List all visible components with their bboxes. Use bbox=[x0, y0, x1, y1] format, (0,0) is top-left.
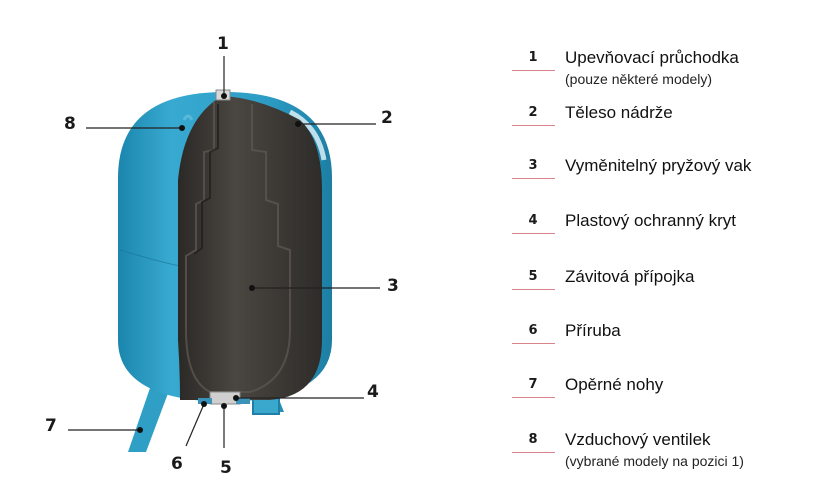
callout-7: 7 bbox=[45, 416, 57, 436]
legend-number: 1 bbox=[528, 50, 538, 65]
legend-rule bbox=[512, 125, 555, 126]
legend-rule bbox=[512, 452, 555, 453]
legend-label: Opěrné nohy bbox=[565, 375, 664, 394]
callout-6: 6 bbox=[171, 454, 183, 474]
legend-number: 2 bbox=[528, 105, 538, 120]
tank-illustration bbox=[68, 56, 380, 452]
legend-number: 5 bbox=[528, 269, 538, 284]
legend-number: 8 bbox=[528, 432, 538, 447]
callout-5: 5 bbox=[220, 458, 232, 478]
air-valve bbox=[182, 114, 194, 121]
legend-rule bbox=[512, 70, 555, 71]
legend-number: 7 bbox=[528, 377, 538, 392]
legend-label: Příruba bbox=[565, 321, 621, 340]
legend-note: (pouze některé modely) bbox=[565, 71, 713, 87]
callout-3: 3 bbox=[387, 276, 399, 296]
legend-label: Vyměnitelný pryžový vak bbox=[565, 156, 752, 175]
leader-dots bbox=[137, 93, 301, 433]
legend-rule bbox=[512, 343, 555, 344]
legend-rule bbox=[512, 178, 555, 179]
legend-number: 6 bbox=[528, 323, 538, 338]
leader-lines bbox=[68, 56, 380, 448]
legend-label: Upevňovací průchodka bbox=[565, 48, 739, 67]
legend-rule bbox=[512, 233, 555, 234]
legend-number: 3 bbox=[528, 158, 538, 173]
legend-number: 4 bbox=[528, 213, 538, 228]
legend-label: Plastový ochranný kryt bbox=[565, 211, 737, 230]
legend-note: (vybrané modely na pozici 1) bbox=[565, 453, 744, 469]
callout-2: 2 bbox=[381, 108, 393, 128]
legend-rule bbox=[512, 397, 555, 398]
legend-label: Závitová přípojka bbox=[565, 267, 695, 286]
rubber-bladder bbox=[178, 96, 322, 400]
callout-1: 1 bbox=[217, 34, 229, 54]
legend-label: Vzduchový ventilek bbox=[565, 430, 711, 449]
callout-4: 4 bbox=[367, 382, 379, 402]
legend-label: Těleso nádrže bbox=[565, 103, 673, 122]
tank-diagram: 1 2 3 4 5 6 7 8 bbox=[45, 34, 399, 478]
callout-8: 8 bbox=[64, 114, 76, 134]
legend-rule bbox=[512, 289, 555, 290]
